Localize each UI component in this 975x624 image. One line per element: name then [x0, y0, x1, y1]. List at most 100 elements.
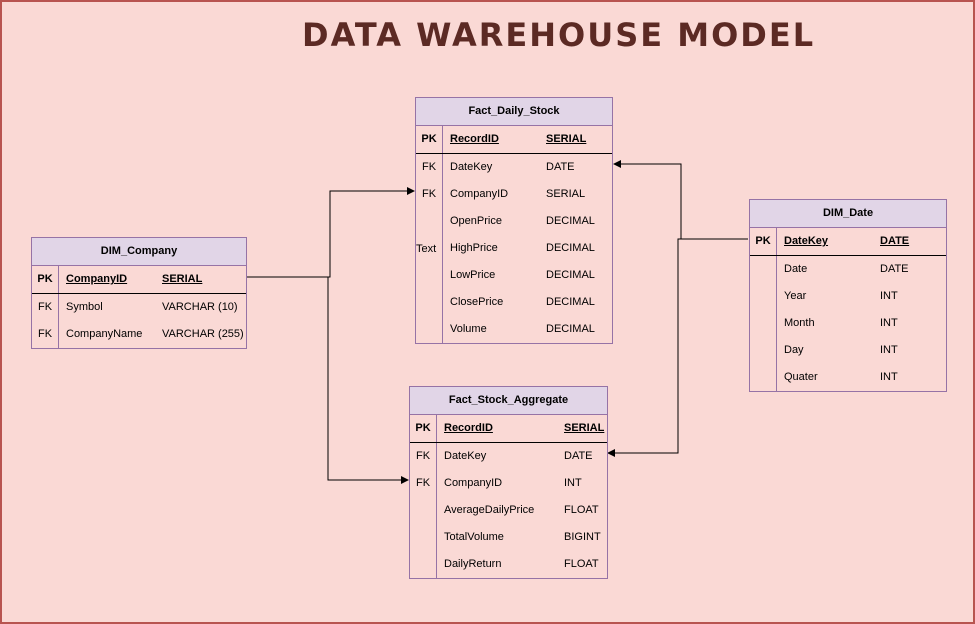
column-type: FLOAT [564, 558, 599, 570]
primary-key-row[interactable]: PK CompanyID SERIAL [32, 266, 246, 294]
column-name: RecordID [444, 422, 493, 434]
table-header: DIM_Company [32, 238, 246, 266]
column-type: FLOAT [564, 504, 599, 516]
column-type: SERIAL [564, 422, 605, 434]
primary-key-row[interactable]: PK RecordID SERIAL [410, 415, 607, 443]
date-to-aggregate-connector [607, 238, 748, 457]
column-type: DATE [880, 235, 910, 247]
key-marker [416, 235, 443, 262]
column-row[interactable]: LowPrice DECIMAL [416, 262, 612, 289]
column-row[interactable]: FK CompanyName VARCHAR (255) [32, 321, 246, 348]
column-row[interactable]: OpenPrice DECIMAL [416, 208, 612, 235]
key-marker: PK [410, 415, 437, 442]
company-to-aggregate-connector [246, 276, 409, 484]
column-row[interactable]: HighPrice DECIMAL [416, 235, 612, 262]
key-marker [410, 497, 437, 524]
column-type: DATE [546, 161, 575, 173]
column-name: DateKey [784, 235, 829, 247]
column-type: DECIMAL [546, 242, 595, 254]
key-marker: FK [32, 321, 59, 348]
column-name: ClosePrice [450, 296, 504, 308]
key-marker [416, 262, 443, 289]
column-type: INT [880, 317, 898, 329]
table-header: Fact_Daily_Stock [416, 98, 612, 126]
key-marker [750, 310, 777, 337]
key-marker [750, 364, 777, 391]
key-marker [416, 289, 443, 316]
key-marker: FK [410, 443, 437, 470]
column-type: INT [880, 344, 898, 356]
column-name: Month [784, 317, 815, 329]
column-name: HighPrice [450, 242, 498, 254]
column-type: INT [880, 290, 898, 302]
key-marker [416, 316, 443, 343]
table-header: DIM_Date [750, 200, 946, 228]
company-to-daily-stock-connector [246, 187, 415, 278]
diagram-title: DATA WAREHOUSE MODEL [302, 16, 816, 54]
primary-key-row[interactable]: PK DateKey DATE [750, 228, 946, 256]
column-type: BIGINT [564, 531, 601, 543]
column-row[interactable]: Day INT [750, 337, 946, 364]
column-name: DateKey [450, 161, 493, 173]
key-marker: PK [416, 126, 443, 153]
column-name: CompanyID [66, 273, 128, 285]
column-name: LowPrice [450, 269, 496, 281]
key-marker [416, 208, 443, 235]
column-type: INT [880, 371, 898, 383]
column-name: CompanyID [450, 188, 509, 200]
column-type: DECIMAL [546, 215, 595, 227]
key-marker [410, 551, 437, 578]
table-header: Fact_Stock_Aggregate [410, 387, 607, 415]
date-to-daily-stock-connector [613, 160, 748, 240]
column-name: Day [784, 344, 804, 356]
stray-text-label[interactable]: Text [416, 243, 437, 255]
column-type: DECIMAL [546, 296, 595, 308]
column-row[interactable]: Volume DECIMAL [416, 316, 612, 343]
key-marker [410, 524, 437, 551]
column-row[interactable]: Month INT [750, 310, 946, 337]
key-marker: FK [32, 294, 59, 321]
column-row[interactable]: Quater INT [750, 364, 946, 391]
column-type: DECIMAL [546, 269, 595, 281]
column-name: Volume [450, 323, 487, 335]
column-name: Date [784, 263, 808, 275]
column-row[interactable]: Year INT [750, 283, 946, 310]
key-marker: PK [32, 266, 59, 293]
column-row[interactable]: FK CompanyID INT [410, 470, 607, 497]
column-type: DECIMAL [546, 323, 595, 335]
key-marker: FK [410, 470, 437, 497]
column-type: VARCHAR (10) [162, 301, 238, 313]
column-name: Year [784, 290, 807, 302]
column-type: INT [564, 477, 582, 489]
column-row[interactable]: ClosePrice DECIMAL [416, 289, 612, 316]
column-row[interactable]: FK DateKey DATE [410, 443, 607, 470]
column-type: SERIAL [162, 273, 203, 285]
key-marker [750, 337, 777, 364]
column-type: DATE [564, 450, 593, 462]
column-type: SERIAL [546, 188, 586, 200]
column-name: AverageDailyPrice [444, 504, 535, 516]
key-marker: PK [750, 228, 777, 255]
column-name: OpenPrice [450, 215, 502, 227]
column-type: VARCHAR (255) [162, 328, 244, 340]
column-name: DateKey [444, 450, 487, 462]
column-name: Quater [784, 371, 818, 383]
column-name: CompanyName [66, 328, 143, 340]
column-name: CompanyID [444, 477, 503, 489]
key-marker [750, 256, 777, 283]
key-marker [750, 283, 777, 310]
column-row[interactable]: AverageDailyPrice FLOAT [410, 497, 607, 524]
